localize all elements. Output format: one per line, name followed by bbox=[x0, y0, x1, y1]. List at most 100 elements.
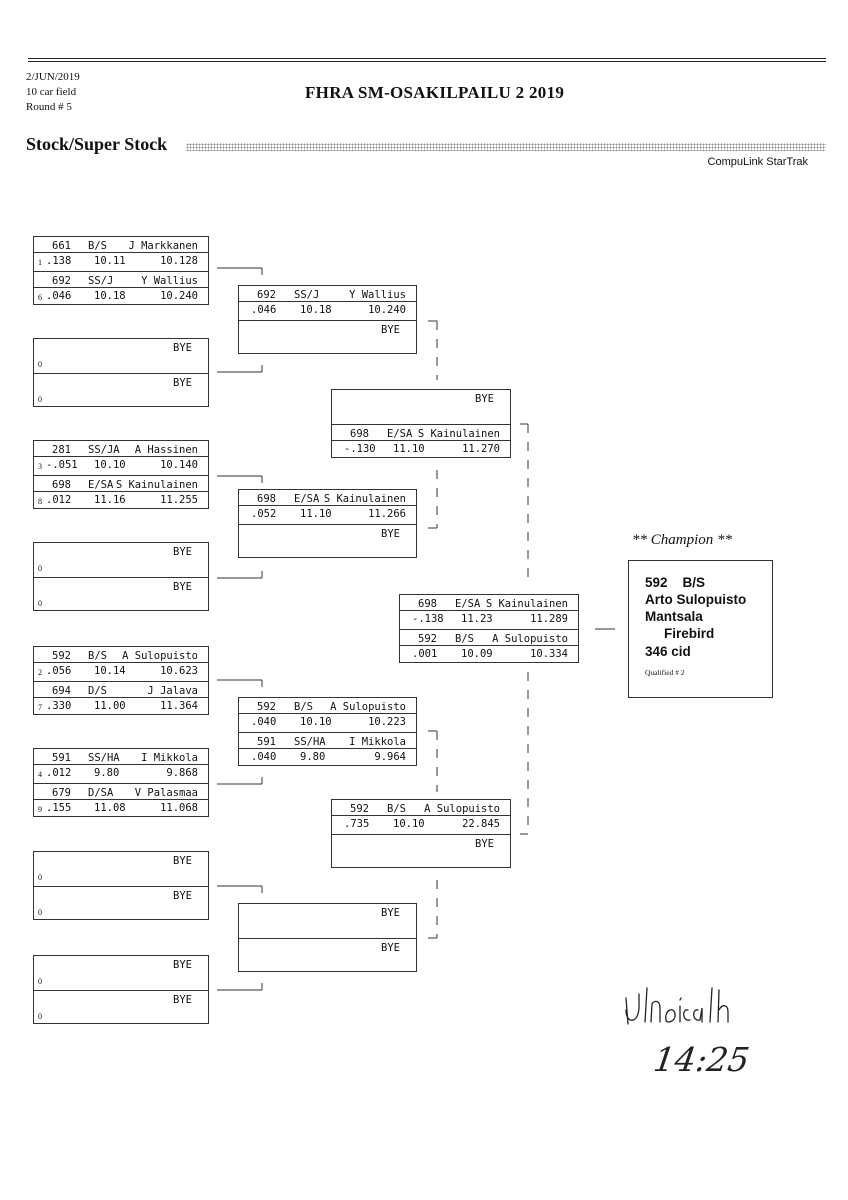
bye-label: BYE bbox=[381, 907, 400, 919]
field-size: 10 car field bbox=[26, 86, 77, 98]
row-divider bbox=[239, 301, 416, 302]
entry-rt: .735 bbox=[344, 818, 370, 830]
row-divider bbox=[34, 287, 208, 288]
header-rule-top bbox=[28, 58, 826, 59]
entry-et: 11.266 bbox=[368, 508, 406, 520]
software-name: CompuLink StarTrak bbox=[707, 156, 808, 168]
entry-rt: .040 bbox=[251, 751, 277, 763]
entry-cls: D/S bbox=[88, 685, 107, 697]
entry-et: 22.845 bbox=[462, 818, 500, 830]
lane-number: 4 bbox=[38, 770, 42, 779]
entry-cls: B/S bbox=[455, 633, 474, 645]
row-divider bbox=[239, 505, 416, 506]
entry-car: 592 bbox=[418, 633, 437, 645]
row-divider bbox=[34, 456, 208, 457]
entry-car: 698 bbox=[350, 428, 369, 440]
row-divider bbox=[239, 713, 416, 714]
entry-dial: 11.16 bbox=[94, 494, 126, 506]
lane-number: 6 bbox=[38, 293, 42, 302]
entry-cls: SS/J bbox=[88, 275, 114, 287]
handwritten-signature bbox=[625, 987, 729, 1025]
racer-slot-bottom: BYE bbox=[332, 834, 510, 868]
champion-title: ** Champion ** bbox=[632, 532, 733, 548]
lane-number: 0 bbox=[38, 977, 42, 986]
entry-driver: J Jalava bbox=[147, 685, 198, 697]
entry-dial: 9.80 bbox=[300, 751, 326, 763]
row-divider bbox=[332, 440, 510, 441]
entry-rt: .056 bbox=[46, 665, 72, 677]
racer-slot-bottom: 0 BYE bbox=[34, 373, 208, 407]
entry-cls: SS/HA bbox=[88, 752, 120, 764]
lane-number: 0 bbox=[38, 1012, 42, 1021]
lane-number: 9 bbox=[38, 805, 42, 814]
lane-number: 0 bbox=[38, 395, 42, 404]
entry-car: 592 bbox=[350, 803, 369, 815]
racer-slot-bottom: BYE bbox=[239, 320, 416, 354]
entry-dial: 10.09 bbox=[461, 648, 493, 660]
class-name: Stock/Super Stock bbox=[26, 134, 168, 154]
bye-label: BYE bbox=[173, 581, 192, 593]
entry-et: 9.964 bbox=[374, 751, 406, 763]
bye-label: BYE bbox=[475, 838, 494, 850]
bye-label: BYE bbox=[173, 890, 192, 902]
bye-label: BYE bbox=[173, 377, 192, 389]
entry-car: 591 bbox=[52, 752, 71, 764]
entry-driver: V Palasmaa bbox=[134, 787, 198, 799]
champion-box: 592 B/S Arto Sulopuisto Mantsala Firebir… bbox=[628, 560, 773, 698]
entry-driver: J Markkanen bbox=[128, 240, 198, 252]
entry-et: 11.364 bbox=[160, 700, 198, 712]
entry-car: 698 bbox=[418, 598, 437, 610]
entry-dial: 9.80 bbox=[94, 767, 120, 779]
entry-et: 10.623 bbox=[160, 665, 198, 677]
entry-car: 694 bbox=[52, 685, 71, 697]
handwritten-time: 14:25 bbox=[651, 1040, 752, 1079]
bye-label: BYE bbox=[173, 342, 192, 354]
champion-name: Arto Sulopuisto bbox=[645, 592, 747, 607]
entry-cls: SS/JA bbox=[88, 444, 120, 456]
entry-et: 10.240 bbox=[368, 304, 406, 316]
row-divider bbox=[34, 799, 208, 800]
entry-driver: S Kainulainen bbox=[485, 598, 568, 610]
entry-et: 11.270 bbox=[462, 443, 500, 455]
racer-slot-top: BYE bbox=[332, 390, 510, 424]
entry-cls: B/S bbox=[88, 240, 107, 252]
entry-cls: D/SA bbox=[88, 787, 114, 799]
race-date: 2/JUN/2019 bbox=[26, 71, 80, 83]
entry-cls: E/SA bbox=[455, 598, 481, 610]
entry-dial: 10.10 bbox=[393, 818, 425, 830]
entry-rt: .046 bbox=[46, 290, 72, 302]
entry-et: 11.068 bbox=[160, 802, 198, 814]
entry-cls: E/SA bbox=[88, 479, 114, 491]
entry-et: 11.289 bbox=[530, 613, 568, 625]
row-divider bbox=[332, 815, 510, 816]
entry-car: 591 bbox=[257, 736, 276, 748]
entry-dial: 10.10 bbox=[300, 716, 332, 728]
entry-et: 10.128 bbox=[160, 255, 198, 267]
lane-number: 1 bbox=[38, 258, 42, 267]
lane-number: 2 bbox=[38, 668, 42, 677]
entry-cls: SS/J bbox=[294, 289, 320, 301]
lane-number: 8 bbox=[38, 497, 42, 506]
champion-car: Firebird bbox=[664, 626, 715, 641]
